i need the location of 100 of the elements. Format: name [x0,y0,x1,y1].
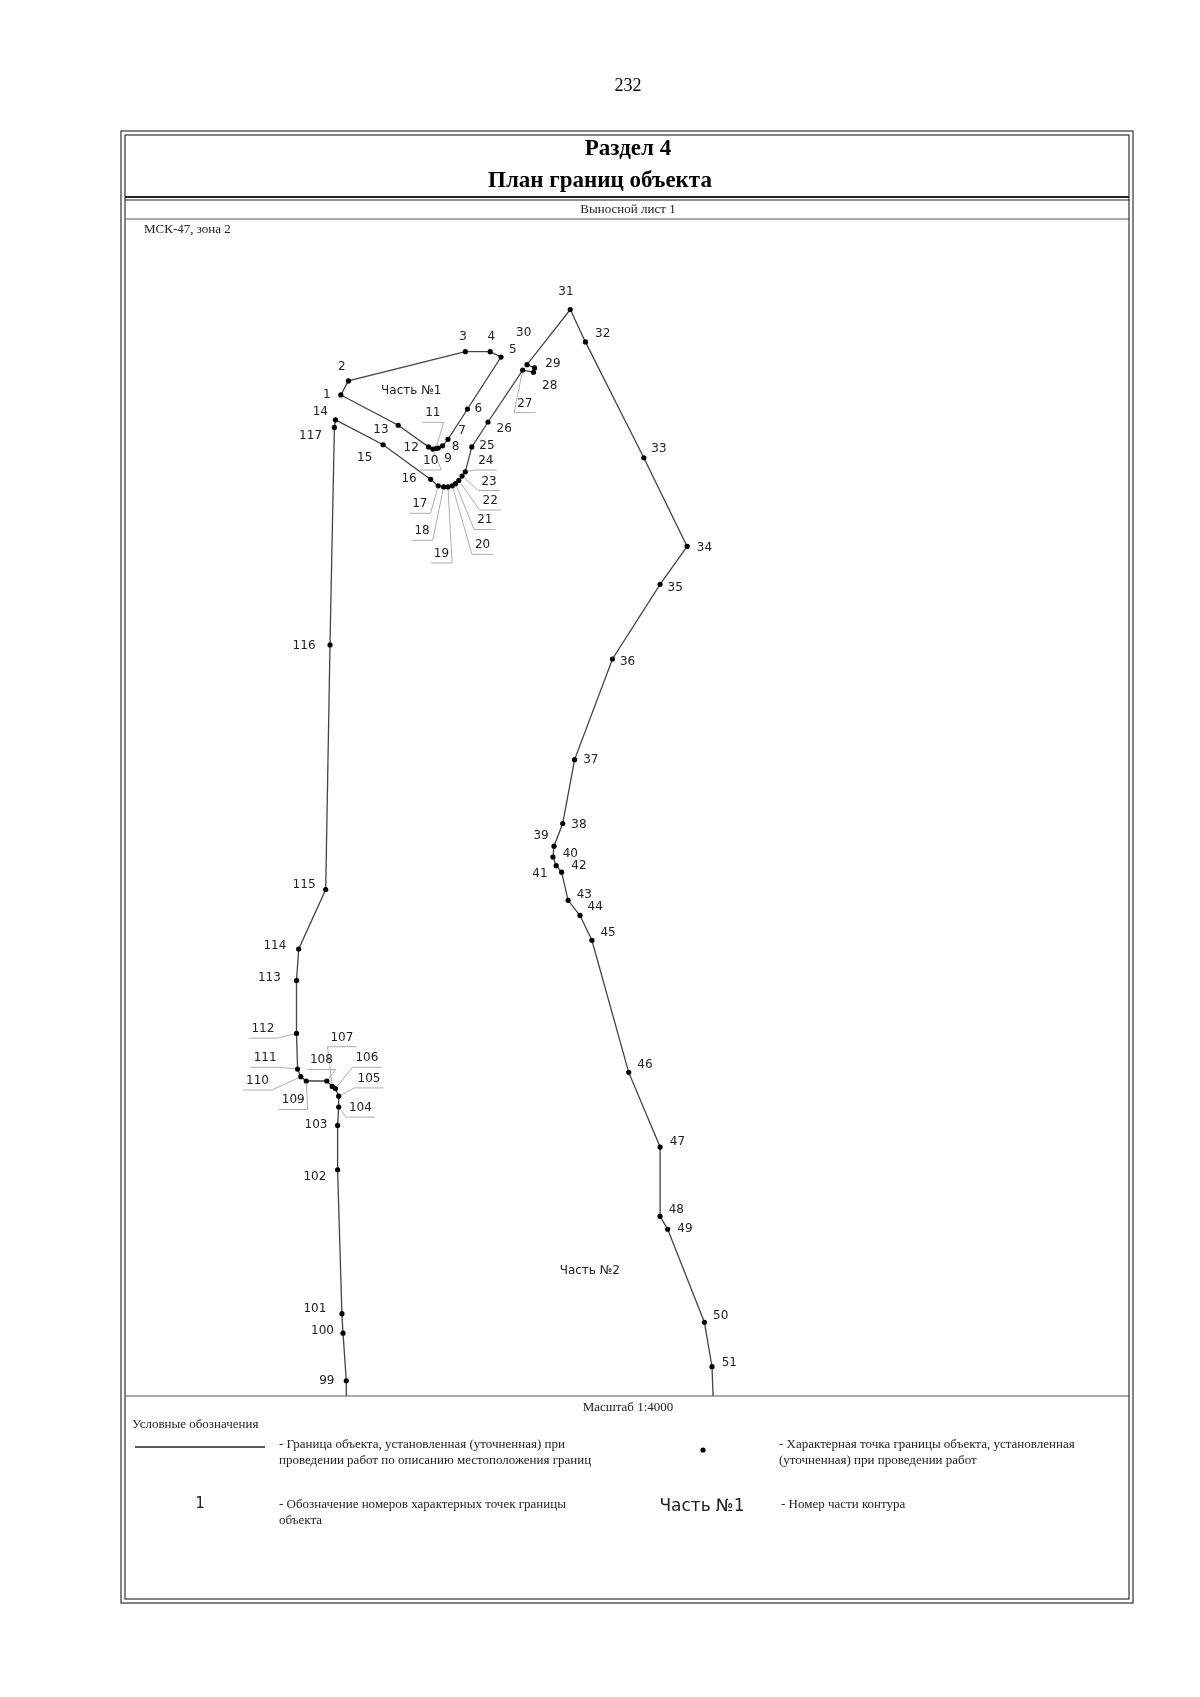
boundary-point [520,367,526,373]
coordinate-system-label: МСК-47, зона 2 [144,221,231,237]
leader-line [306,1069,337,1080]
point-number: 16 [401,472,417,486]
boundary-point [336,1093,342,1099]
point-number: 38 [571,817,587,832]
point-number: 42 [571,859,587,873]
leader-line [456,485,496,530]
point-number: 113 [258,971,281,985]
point-number: 14 [312,405,328,419]
point-number: 21 [477,513,493,528]
leader-line [250,1066,296,1070]
point-number: 26 [496,421,512,436]
boundary-point [456,477,462,484]
point-number: 47 [669,1135,686,1149]
point-number: 7 [458,424,466,438]
leader-line [327,1046,357,1084]
leader-line [452,488,494,555]
point-number: 37 [583,753,599,767]
legend-title: Условные обозначения [132,1416,259,1432]
leader-line [242,1077,299,1091]
boundary-point [295,1066,301,1072]
point-number: 32 [595,327,611,341]
point-number: 106 [355,1051,379,1065]
leader-line [463,477,501,491]
leader-line [408,488,438,514]
point-number: 20 [474,538,491,552]
section-title: План границ объекта [488,167,712,193]
legend-sample-number: 1 [195,1494,205,1512]
point-number: 39 [533,829,549,844]
point-number: 24 [478,454,494,468]
page-number: 232 [614,76,642,96]
boundary-point [329,1083,335,1090]
leader-line [513,372,536,413]
boundary-point [324,1078,330,1084]
point-number: 99 [319,1374,335,1388]
point-number: 49 [677,1222,693,1236]
point-number: 36 [619,655,636,669]
point-number: 8 [451,440,460,454]
boundary-point [298,1074,304,1080]
point-number: 23 [481,474,497,489]
legend-text: - Номер части контура [781,1496,907,1512]
boundary-point [303,1078,309,1084]
point-number: 17 [412,497,428,511]
point-number: 31 [558,285,574,299]
legend-text: - Обозначение номеров характерных точек границы объекта [279,1496,567,1528]
point-number: 19 [433,547,450,561]
point-number: 46 [637,1058,653,1072]
point-number: 35 [667,581,683,595]
leader-line [467,469,497,472]
point-number: 41 [532,867,548,881]
point-number: 10 [423,454,439,468]
point-number: 33 [651,442,667,456]
section-heading: Раздел 4 [584,135,672,161]
scale-label: Масштаб 1:4000 [582,1399,674,1415]
boundary-point [462,469,468,475]
point-number: 102 [303,1170,327,1184]
point-number: 45 [600,926,616,940]
point-number: 105 [357,1072,381,1086]
point-number: 11 [425,406,441,420]
point-number: 5 [509,342,517,357]
point-number: 110 [246,1074,269,1088]
boundary-point [445,484,451,490]
leader-line [411,489,444,541]
point-number: 44 [587,900,603,914]
point-number: 28 [542,379,558,393]
point-number: 22 [482,494,498,508]
point-number: 13 [373,423,389,437]
point-number: 107 [330,1031,354,1045]
point-number: 34 [696,540,713,555]
leader-line [248,1033,295,1039]
part-label: Часть №2 [559,1264,620,1279]
point-number: 103 [304,1118,328,1132]
point-number: 25 [479,439,495,453]
leader-line [336,1066,382,1087]
boundary-point [336,1104,342,1110]
part-label: Часть №1 [381,384,442,398]
legend-sample-part-label: Часть №1 [659,1495,745,1515]
point-number: 43 [576,888,592,902]
point-number: 48 [668,1203,684,1217]
boundary-point [452,481,459,487]
point-number: 112 [251,1022,275,1036]
boundary-point [449,483,455,489]
boundary-point [435,483,441,489]
point-number: 104 [348,1101,372,1115]
point-number: 114 [263,939,287,953]
boundary-point [293,1030,300,1036]
point-number: 111 [253,1051,277,1065]
point-number: 6 [474,402,483,416]
point-number: 3 [459,329,467,344]
point-number: 40 [562,847,578,861]
point-number: 2 [338,360,346,374]
point-number: 29 [545,357,561,371]
sheet-caption: Выносной лист 1 [580,201,676,217]
point-number: 50 [713,1309,729,1323]
point-number: 12 [403,441,419,455]
boundary-point [459,473,465,479]
point-number: 115 [292,878,316,892]
boundary-point [441,484,447,490]
leader-line [339,1108,376,1118]
